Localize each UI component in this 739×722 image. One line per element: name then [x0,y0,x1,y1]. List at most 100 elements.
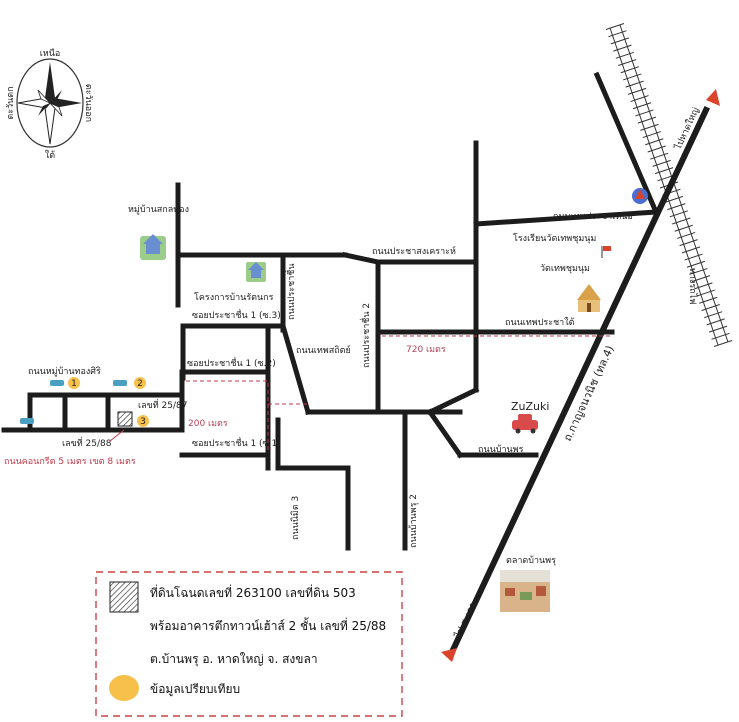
flag-icon [601,246,611,258]
railway-tie [620,66,639,74]
railway-tie [610,37,630,45]
prachachuen-2-label: ถนนประชาชื่น 2 [359,303,372,368]
plot-3-number: 3 [140,417,146,427]
railway-tie [667,203,686,211]
distance-200-label: 200 เมตร [188,419,228,429]
railway-tie [650,152,669,160]
railway-tie [630,95,649,103]
railway-tie [625,80,644,88]
school-label: โรงเรียนวัดเทพชุมนุม [513,233,596,244]
legend-comparison-swatch [109,675,139,701]
thep-pracha-tai-label: ถนนเทพประชาใต้ [505,317,575,328]
concrete-road-label: ถนนคอนกรีต 5 เมตร เขต 8 เมตร [4,456,136,467]
direction-sadao-label: ไป สะเดา [452,601,478,640]
plot-2-number: 2 [137,379,143,389]
soi-2-label: ซอยประชาชื่น 1 (ซ.2) [187,356,276,369]
legend-box [95,571,403,717]
road-top-link [342,252,381,265]
railway-tie [640,123,659,131]
comparison-plot-1 [68,377,80,389]
house-icon [246,262,266,282]
railway-tie [679,239,698,247]
sakonthong-label: หมู่บ้านสกลทอง [128,204,189,215]
railway-tie [681,246,701,254]
railway-tie [645,138,664,146]
legend-line-3: ต.บ้านพรุ อ. หาดใหญ่ จ. สงขลา [150,652,318,667]
railway-tie [618,59,637,66]
railway-tie [605,23,625,30]
legend-line-2: พร้อมอาคารตึกทาวน์เฮ้าส์ 2 ชั้น เลขที่ 2… [150,617,386,633]
comparison-plot-3 [137,415,149,427]
railway-tie [684,253,703,261]
compass-east-label: ตะวันออก [83,84,93,122]
road-thep-pracha-nuea [473,209,659,227]
road-highway-4 [448,106,710,656]
railway-tie [672,217,691,225]
railway-tie [689,267,708,275]
railway-tie [627,87,647,95]
mubanthongsiri-label: ถนนหมู่บ้านทองศิริ [28,366,101,377]
arrow-north-icon [706,89,720,106]
car-icon [20,380,127,424]
banphru-2-label: ถนนบ้านพรุ 2 [408,494,419,548]
comparison-plot-2 [134,377,146,389]
railway-tie [632,102,652,110]
market-photo-icon [500,570,550,612]
distance-200-line [186,380,269,452]
compass-west-label: ตะวันตก [6,86,16,119]
ratchanakorn-label: โครงการบ้านรัตนกร [194,292,274,303]
railway-tie [713,340,733,347]
railway-tie [691,275,711,283]
railway-tie [686,260,706,268]
railway-tie [635,109,654,117]
road-diagonal-mid [426,386,480,416]
road-link-banphru [426,408,464,459]
railway-tie [677,231,696,239]
railway-tie [694,282,713,290]
zuzuki-label: ZuZuki [511,400,549,413]
car-dealer-icon [512,414,538,434]
thepsathit-label: ถนนเทพสถิตย์ [296,344,351,356]
nimit-3-label: ถนนนิมิต 3 [290,496,301,540]
house-25-88-label: เลขที่ 25/88 [62,436,112,449]
railway-tie [699,296,718,304]
distance-720-label: 720 เมตร [406,345,446,355]
road-north-diagonal [593,71,660,216]
railway-tie [701,304,720,311]
road-thep-sathit-diagonal [279,322,312,416]
railway-ties [605,23,733,347]
railway-tie [615,51,634,59]
soi-3-label: ซอยประชาชื่น 1 (ซ.3) [192,308,281,321]
road-network [1,71,710,656]
plot-1-number: 1 [71,379,77,389]
railway-label: ทางรถไฟ [687,268,698,305]
railway-tie [706,318,725,326]
railway-tie [674,224,693,232]
thep-pracha-nuea-label: ถนนเทพประชาเหนือ [553,211,633,222]
railway-tie [637,116,657,124]
banphru-label: ถนนบ้านพรุ [478,444,524,455]
temple-label: วัดเทพชุมนุม [540,264,590,274]
railway-tie [704,311,723,319]
compass-south-label: ใต้ [45,150,55,161]
prachachuen-vertical-label: ถนนประชาชื่น [284,263,297,320]
soi-1-label: ซอยประชาชื่น 1 (ซ.1) [192,436,281,449]
railway-tie [664,195,684,203]
compass-north-label: เหนือ [40,48,61,59]
railway-tie [623,73,642,81]
prachasongkhro-label: ถนนประชาสงเคราะห์ [372,245,456,257]
railway-tie [711,332,730,340]
gas-station-icon [632,188,648,204]
arrow-south-icon [441,648,457,662]
legend-line-1: ที่ดินโฉนดเลขที่ 263100 เลขที่ดิน 503 [150,584,356,600]
legend-line-4: ข้อมูลเปรียบเทียบ [150,682,240,697]
temple-icon [577,284,601,312]
railway-tie [708,325,728,333]
house-icon [140,234,166,260]
compass-rose-icon [16,58,84,148]
railway-tie [647,145,666,153]
railway-tie [654,167,674,175]
railway-tie [608,30,627,38]
railway-tie [613,44,632,52]
